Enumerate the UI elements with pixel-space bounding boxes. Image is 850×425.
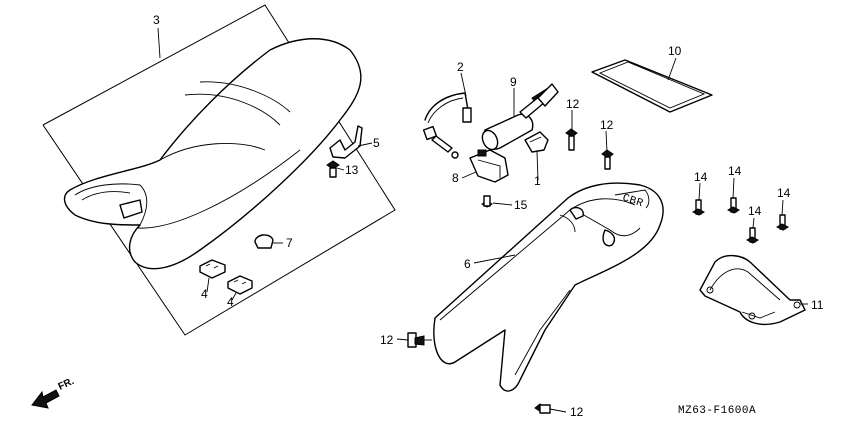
callout-11: 11: [811, 298, 824, 312]
seat-lock-cable[interactable]: [422, 92, 472, 159]
bolt-15[interactable]: [481, 195, 493, 208]
callout-4-b: 4: [227, 295, 234, 309]
callout-4-a: 4: [201, 287, 208, 301]
callout-14-a: 14: [694, 170, 708, 184]
leader-lines: [157, 27, 808, 413]
callout-3: 3: [153, 13, 160, 27]
bolt-13[interactable]: [326, 160, 340, 178]
callout-14-b: 14: [728, 164, 742, 178]
ignition-key-set[interactable]: [479, 83, 559, 152]
callout-14-c: 14: [748, 204, 762, 218]
callouts: 3 2 9 10 12 12 5 13 8 1 15 6 7 4 4 14 14…: [153, 13, 824, 419]
callout-12-top-a: 12: [566, 97, 580, 111]
bolt-14-a[interactable]: [691, 199, 706, 216]
callout-6: 6: [464, 257, 471, 271]
bolt-14-c[interactable]: [745, 227, 760, 244]
front-direction-indicator: FR.: [31, 376, 76, 409]
bolt-12-bottom[interactable]: [534, 403, 551, 414]
callout-12-mid: 12: [380, 333, 394, 347]
bolt-12-mid[interactable]: [407, 332, 432, 348]
seat-group-outline: [42, 4, 396, 336]
key-cylinder-cover[interactable]: [524, 131, 549, 153]
callout-8: 8: [452, 171, 459, 185]
callout-9: 9: [510, 75, 517, 89]
cushion-4-a[interactable]: [199, 259, 226, 279]
seat[interactable]: [63, 38, 362, 270]
callout-1: 1: [534, 174, 541, 188]
front-direction-label: FR.: [57, 376, 76, 393]
bolt-12-top-b[interactable]: [601, 149, 614, 170]
grab-rail[interactable]: [699, 254, 806, 326]
front-arrow-icon: [31, 389, 60, 409]
callout-2: 2: [457, 60, 464, 74]
callout-10: 10: [668, 44, 682, 58]
grommet-7[interactable]: [254, 234, 274, 249]
callout-12-bottom: 12: [570, 405, 584, 419]
cushion-4-b[interactable]: [227, 275, 253, 295]
rear-cowl[interactable]: CBR: [433, 182, 664, 392]
seat-lock[interactable]: [469, 149, 509, 183]
callout-14-d: 14: [777, 186, 791, 200]
callout-12-top-b: 12: [600, 118, 614, 132]
callout-7: 7: [286, 236, 293, 250]
drawing-code: MZ63-F1600A: [678, 405, 756, 417]
caution-label[interactable]: [591, 59, 713, 113]
bolt-14-d[interactable]: [775, 214, 790, 231]
callout-5: 5: [373, 136, 380, 150]
callout-15: 15: [514, 198, 528, 212]
callout-13: 13: [345, 163, 359, 177]
bolt-14-b[interactable]: [726, 197, 741, 214]
bolt-12-top-a[interactable]: [565, 128, 578, 151]
seat-band[interactable]: [329, 125, 363, 159]
